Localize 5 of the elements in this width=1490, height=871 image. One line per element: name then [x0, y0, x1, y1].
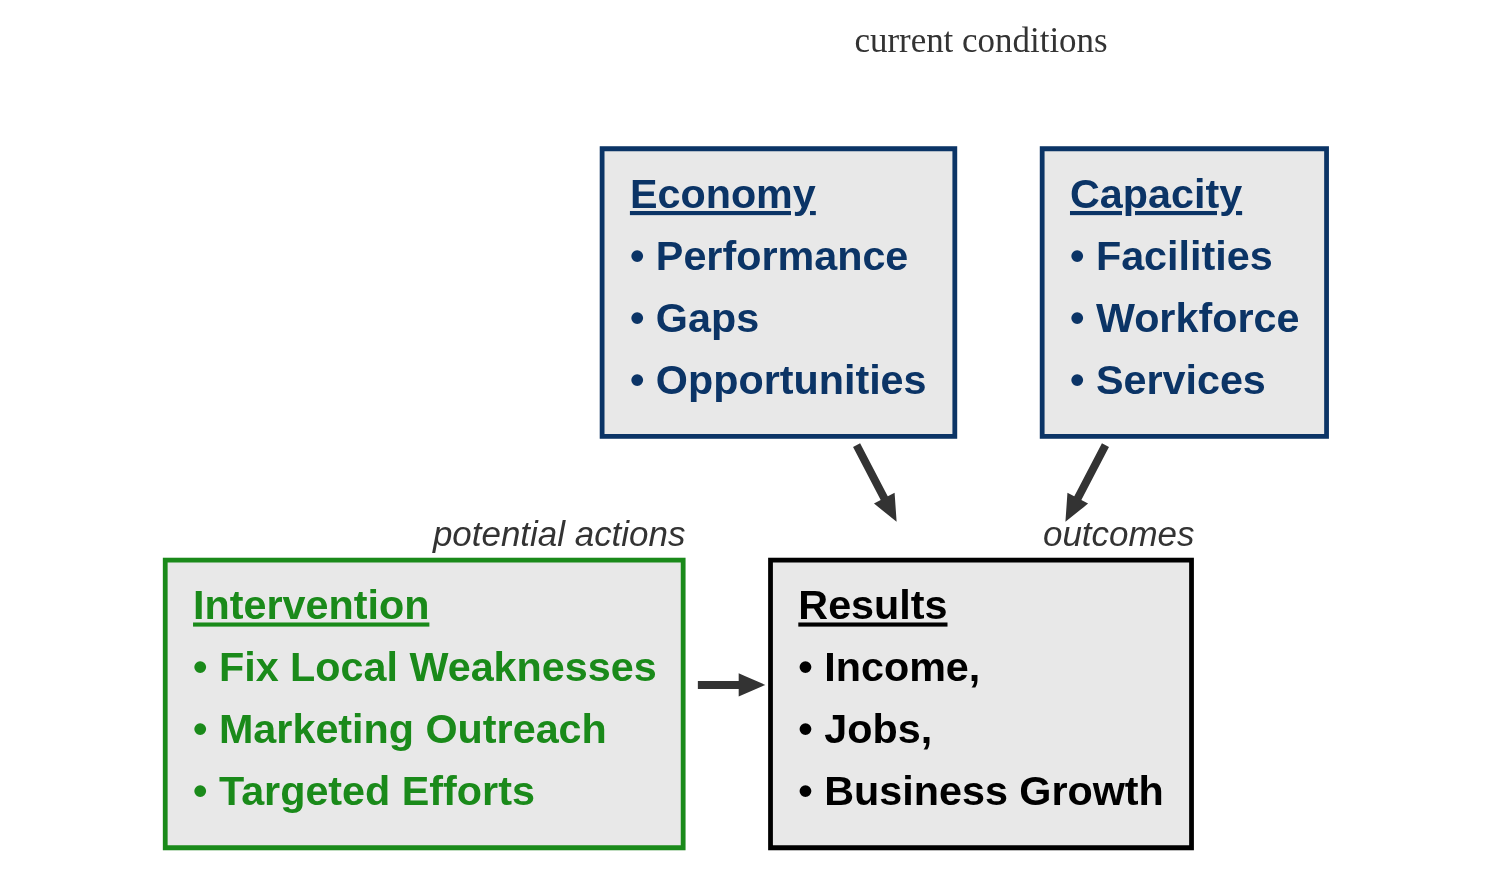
node-label: potential actions: [432, 514, 685, 554]
arrow: [1064, 443, 1109, 522]
node-label: outcomes: [1042, 514, 1194, 554]
arrow: [852, 443, 897, 522]
label: current conditions: [853, 21, 1108, 60]
